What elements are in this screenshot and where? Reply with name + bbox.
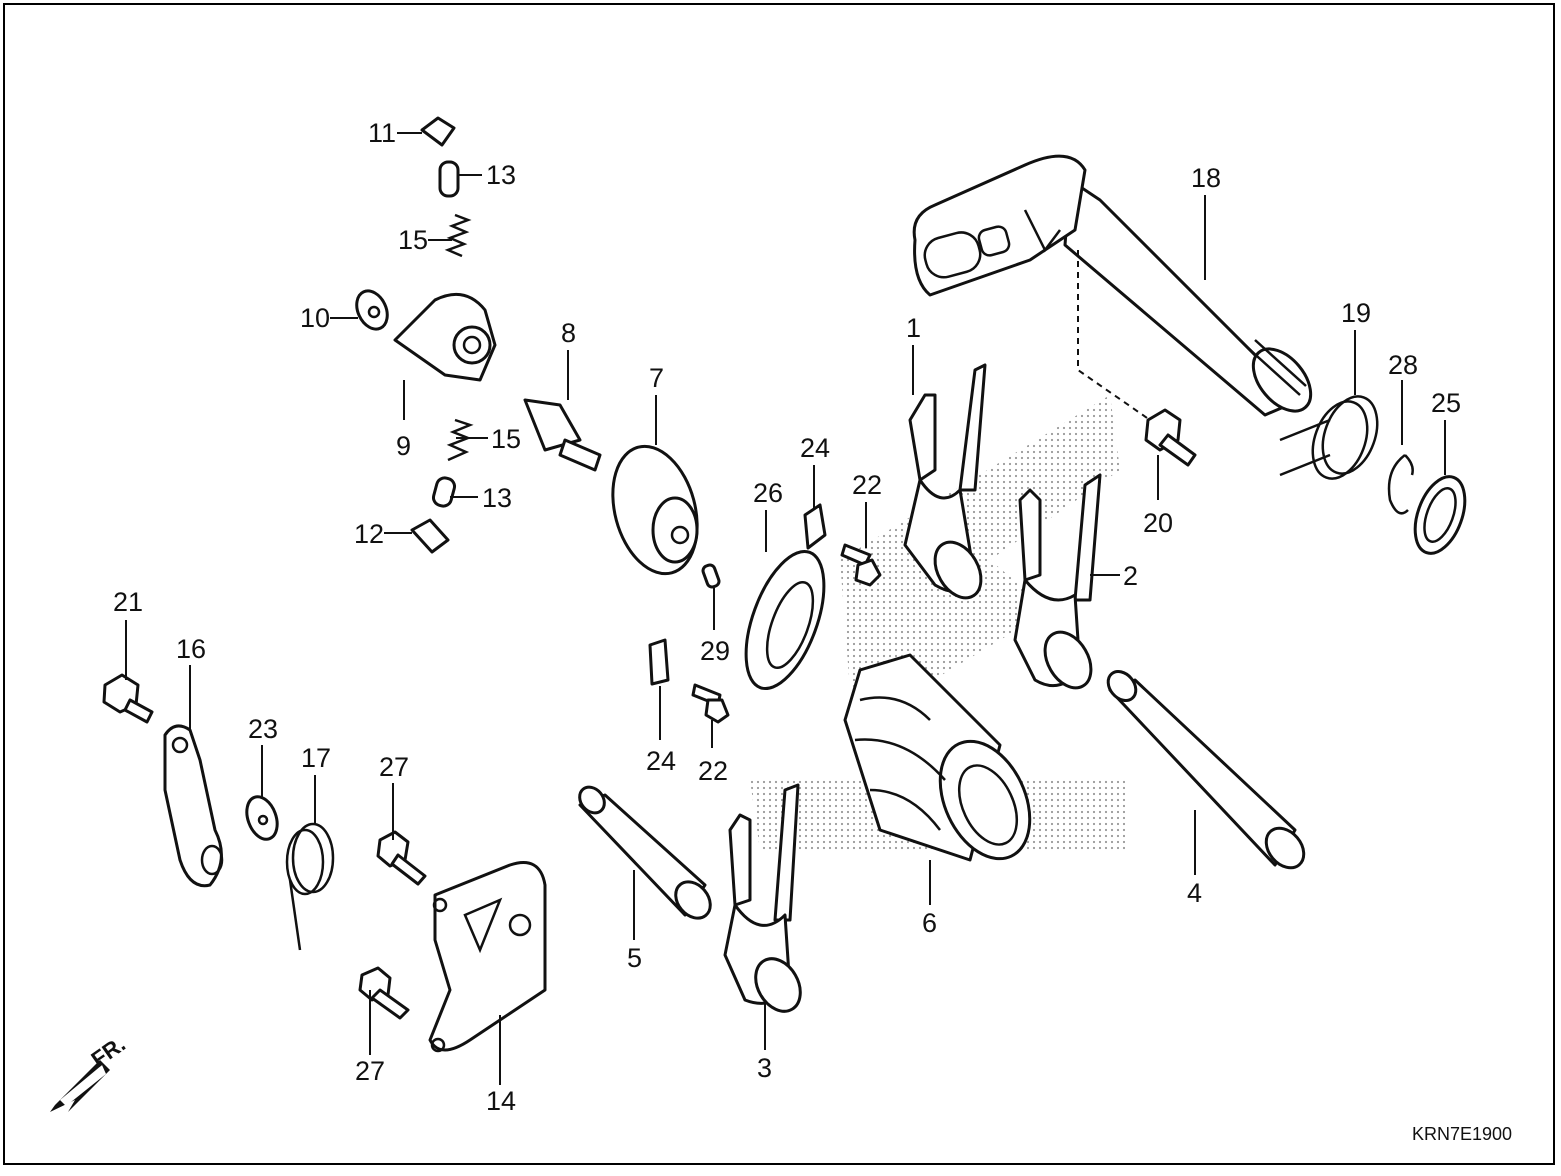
shift-fork-2 [1013,473,1102,690]
callout-15b: 15 [491,424,521,454]
callout-13b: 13 [482,483,512,513]
circlip [1387,454,1414,515]
gearshift-spindle [912,154,1313,417]
callout-2: 2 [1123,561,1138,591]
callout-14: 14 [486,1086,516,1116]
shift-fork-1 [903,363,987,600]
callout-3: 3 [757,1053,772,1083]
bolt-22b [691,683,730,724]
callout-10: 10 [300,303,330,333]
dowel-pin [701,563,721,589]
bolt-22a [840,543,882,587]
fork-shaft-4 [1106,670,1306,870]
callout-28: 28 [1388,350,1418,380]
diagram-border [3,3,1555,1165]
callout-5: 5 [627,943,642,973]
drum-center-bolt [523,398,602,472]
leader-lines [125,132,1446,1085]
diagram-code: KRN7E1900 [1412,1124,1512,1144]
callout-26: 26 [753,478,783,508]
stopper-bolt [1144,408,1197,467]
callout-24b: 24 [646,746,676,776]
bearing [744,549,826,691]
callout-6: 6 [922,908,937,938]
callout-16: 16 [176,634,206,664]
spring-15a [444,213,472,258]
plunger-cap-12 [410,518,450,554]
callout-21: 21 [113,587,143,617]
return-spring [1279,395,1379,480]
plunger-13b [431,476,457,508]
callout-22a: 22 [852,470,882,500]
callout-22b: 22 [698,756,728,786]
bolt-27a [376,830,427,886]
shift-fork-3 [723,783,802,1013]
callout-15a: 15 [398,225,428,255]
plunger-13a [438,160,460,198]
callout-7: 7 [649,363,664,393]
callout-27b: 27 [355,1056,385,1086]
callout-4: 4 [1187,878,1202,908]
callout-18: 18 [1191,163,1221,193]
callouts: 11 13 15 10 9 15 13 12 8 7 24 22 26 29 2… [113,118,1461,1116]
callout-20: 20 [1143,508,1173,538]
callout-17: 17 [301,743,331,773]
washer-23 [245,795,279,841]
spring-17 [285,822,335,951]
callout-1: 1 [906,313,921,343]
setting-plate-24a [803,503,827,550]
shift-drum [843,653,1032,862]
callout-24a: 24 [800,433,830,463]
oil-seal [1413,475,1467,555]
plunger-cap-11 [420,116,456,147]
callout-29: 29 [700,636,730,666]
callout-25: 25 [1431,388,1461,418]
bolt-21 [102,673,154,724]
fork-shaft-5 [578,785,712,920]
callout-27a: 27 [379,752,409,782]
gearshift-lever-16 [163,724,224,888]
callout-11: 11 [368,118,396,148]
callout-19: 19 [1341,298,1371,328]
callout-9: 9 [396,431,411,461]
drum-center [611,444,699,576]
bolt-27b [358,966,410,1020]
callout-13a: 13 [486,160,516,190]
setting-plate-24b [648,638,670,686]
callout-23: 23 [248,714,278,744]
guide-plate-14 [428,861,547,1053]
callout-8: 8 [561,318,576,348]
callout-12: 12 [354,519,384,549]
washer-10 [355,289,389,331]
stopper-arm [393,292,497,382]
